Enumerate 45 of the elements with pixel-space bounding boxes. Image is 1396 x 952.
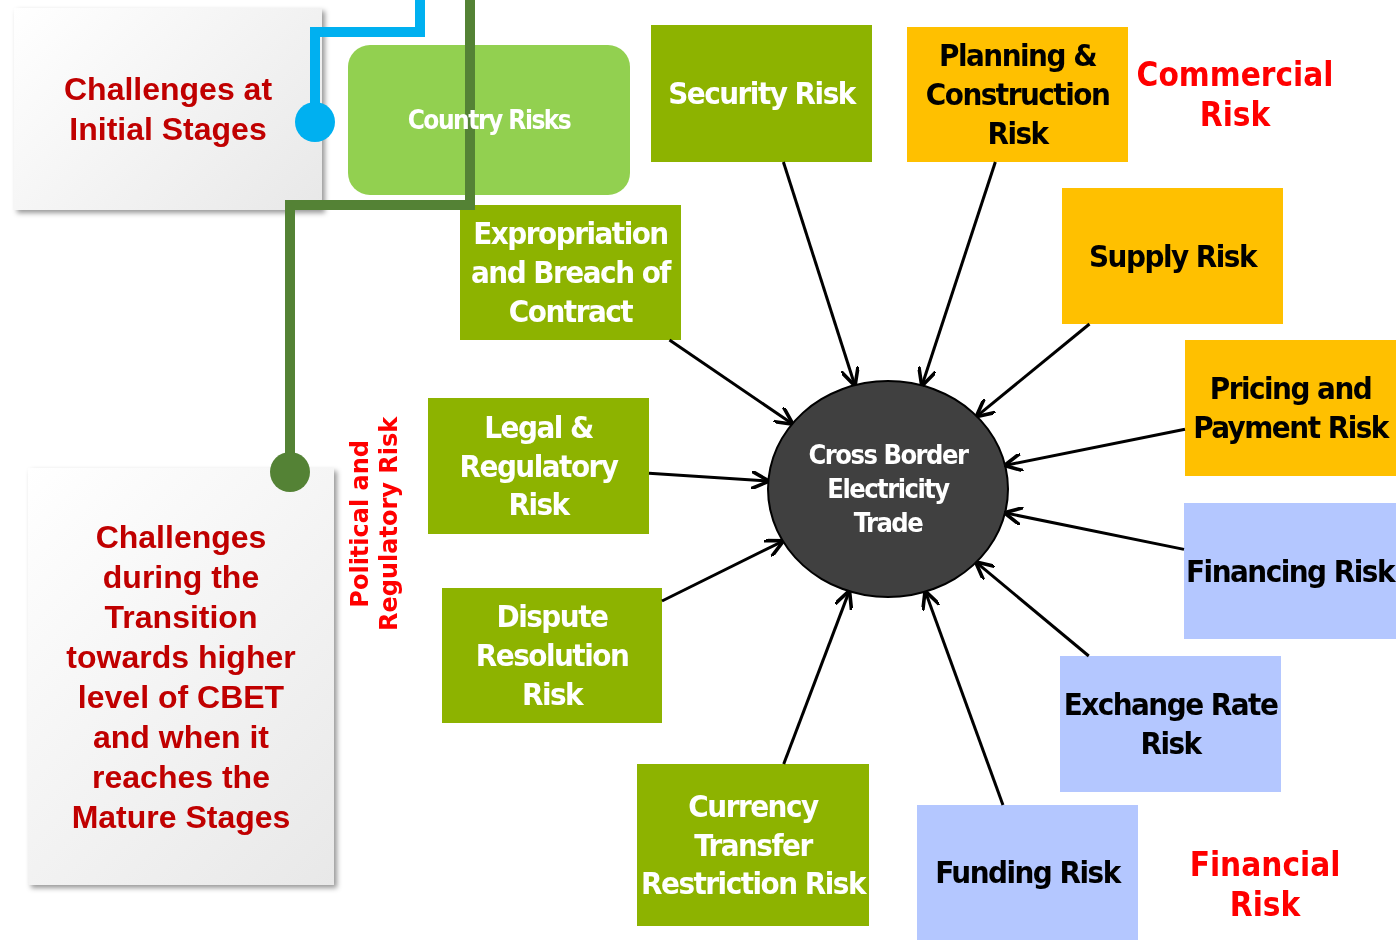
connector-line bbox=[270, 0, 475, 492]
node-text: Currency Transfer Restriction Risk bbox=[640, 786, 867, 904]
risk-box bbox=[917, 805, 1138, 940]
node-text: Planning & Construction Risk bbox=[924, 36, 1111, 153]
connector-line bbox=[295, 0, 425, 142]
node-text: Expropriation and Breach of Contract bbox=[470, 214, 672, 331]
risk-box bbox=[637, 764, 869, 926]
node-text: Financing Risk bbox=[1186, 551, 1394, 591]
category-label: Political and Regulatory Risk bbox=[346, 415, 404, 633]
node-text: Dispute Resolution Risk bbox=[474, 597, 630, 714]
node-text: Security Risk bbox=[668, 74, 855, 113]
arrow bbox=[668, 338, 795, 427]
risk-box bbox=[1184, 503, 1396, 639]
node-text: Funding Risk bbox=[935, 853, 1120, 892]
node-text: Exchange Rate Risk bbox=[1062, 685, 1279, 763]
arrow bbox=[920, 589, 1005, 806]
node-text: Legal & Regulatory Risk bbox=[458, 407, 620, 525]
arrow bbox=[1002, 505, 1185, 551]
node-text: Challenges at Initial Stages bbox=[62, 70, 274, 149]
group-box bbox=[348, 45, 630, 195]
arrow bbox=[1002, 427, 1186, 473]
arrow bbox=[973, 560, 1090, 658]
category-label: Financial Risk bbox=[1188, 845, 1342, 925]
risk-box bbox=[1185, 340, 1396, 476]
risk-box bbox=[442, 588, 662, 723]
arrow bbox=[917, 161, 997, 388]
node-text: Cross Border Electricity Trade bbox=[807, 438, 969, 540]
arrow bbox=[974, 322, 1091, 419]
risk-box bbox=[907, 27, 1128, 162]
arrow bbox=[661, 538, 786, 603]
node-text: Country Risks bbox=[407, 103, 571, 137]
arrow bbox=[782, 161, 860, 388]
node-text: Challenges during the Transition towards higher level of CBET and when it reaches the Mature Stages bbox=[65, 517, 297, 837]
risk-box bbox=[651, 25, 872, 162]
risk-box bbox=[1062, 188, 1283, 324]
risk-box bbox=[1060, 656, 1281, 792]
arrow bbox=[648, 469, 771, 491]
risk-box bbox=[428, 398, 649, 534]
arrow bbox=[782, 588, 854, 765]
node-text: Pricing and Payment Risk bbox=[1192, 369, 1390, 447]
risk-box bbox=[460, 205, 681, 340]
category-label: Commercial Risk bbox=[1135, 55, 1335, 135]
stage-box bbox=[28, 468, 334, 885]
node-text: Supply Risk bbox=[1089, 236, 1256, 276]
stage-box bbox=[14, 8, 322, 210]
